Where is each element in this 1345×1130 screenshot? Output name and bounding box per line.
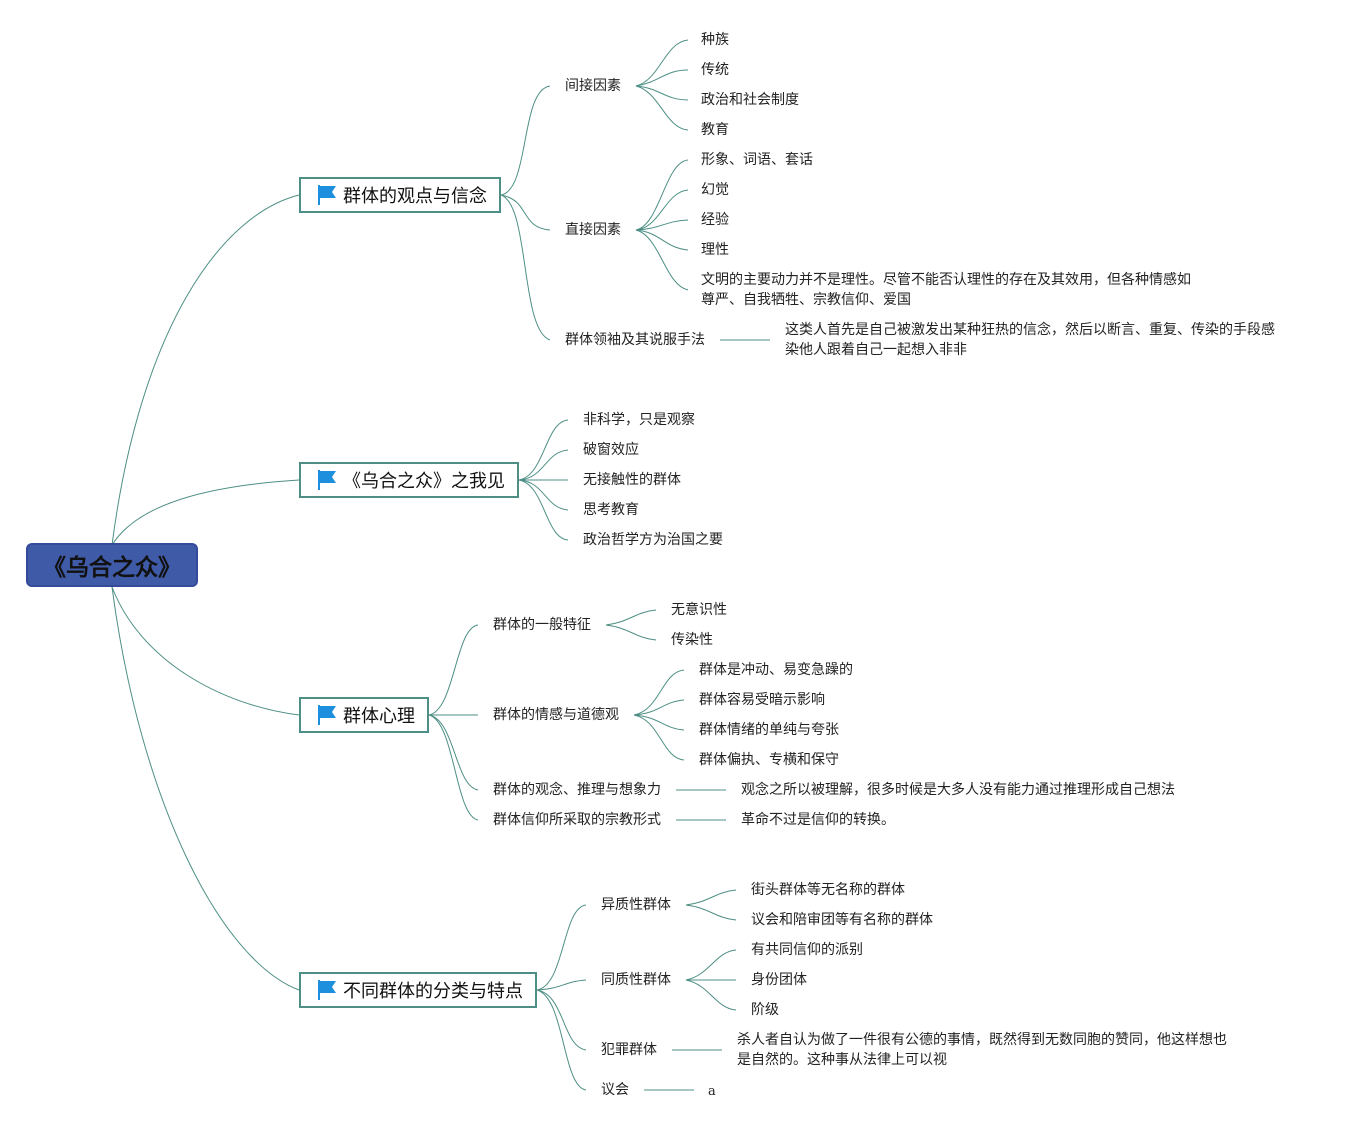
leaf-node[interactable]: 有共同信仰的派别 <box>751 942 863 958</box>
leaf-node[interactable]: 无意识性 <box>671 602 727 618</box>
leaf-node[interactable]: 文明的主要动力并不是理性。尽管不能否认理性的存在及其效用，但各种情感如尊严、自我… <box>701 272 1191 308</box>
topic-label: 《乌合之众》之我见 <box>343 471 505 492</box>
topic-my-view[interactable]: 《乌合之众》之我见 <box>299 462 519 498</box>
leaf-node[interactable]: 阶级 <box>751 1002 779 1018</box>
leaf-node[interactable]: 群体情绪的单纯与夸张 <box>699 722 839 738</box>
leaf-node[interactable]: 教育 <box>701 122 729 138</box>
leaf-node[interactable]: 形象、词语、套话 <box>701 152 813 168</box>
note-belief[interactable]: 革命不过是信仰的转换。 <box>741 812 895 828</box>
leaf-node[interactable]: 非科学，只是观察 <box>583 412 695 428</box>
leaf-node[interactable]: 群体是冲动、易变急躁的 <box>699 662 853 678</box>
leaf-node[interactable]: 种族 <box>701 32 729 48</box>
subtopic-homogeneous[interactable]: 同质性群体 <box>601 972 671 988</box>
leaf-node[interactable]: 议会和陪审团等有名称的群体 <box>751 912 933 928</box>
subtopic-parliament[interactable]: 议会 <box>601 1082 629 1098</box>
subtopic-ideas-reasoning[interactable]: 群体的观念、推理与想象力 <box>493 782 661 798</box>
subtopic-emotion-morality[interactable]: 群体的情感与道德观 <box>493 707 619 723</box>
leaf-node[interactable]: 幻觉 <box>701 182 729 198</box>
flag-icon <box>317 704 337 726</box>
note-ideas[interactable]: 观念之所以被理解，很多时候是大多人没有能力通过推理形成自己想法 <box>741 782 1175 798</box>
subtopic-criminal[interactable]: 犯罪群体 <box>601 1042 657 1058</box>
leaf-node[interactable]: 传染性 <box>671 632 713 648</box>
flag-icon <box>317 469 337 491</box>
leaf-node[interactable]: 街头群体等无名称的群体 <box>751 882 905 898</box>
leaf-node[interactable]: 身份团体 <box>751 972 807 988</box>
leaf-node[interactable]: 群体容易受暗示影响 <box>699 692 825 708</box>
leaf-node[interactable]: 传统 <box>701 62 729 78</box>
note-criminal[interactable]: 杀人者自认为做了一件很有公德的事情，既然得到无数同胞的赞同，他这样想也是自然的。… <box>737 1032 1227 1068</box>
topic-group-opinions-beliefs[interactable]: 群体的观点与信念 <box>299 177 501 213</box>
leaf-node[interactable]: 经验 <box>701 212 729 228</box>
subtopic-direct-factors[interactable]: 直接因素 <box>565 222 621 238</box>
leaf-node[interactable]: 群体偏执、专横和保守 <box>699 752 839 768</box>
leaf-node[interactable]: 破窗效应 <box>583 442 639 458</box>
topic-label: 群体心理 <box>343 706 415 727</box>
subtopic-general-traits[interactable]: 群体的一般特征 <box>493 617 591 633</box>
topic-group-psychology[interactable]: 群体心理 <box>299 697 429 733</box>
note-leaders[interactable]: 这类人首先是自己被激发出某种狂热的信念，然后以断言、重复、传染的手段感染他人跟着… <box>785 322 1275 358</box>
leaf-node[interactable]: 无接触性的群体 <box>583 472 681 488</box>
subtopic-religious-form[interactable]: 群体信仰所采取的宗教形式 <box>493 812 661 828</box>
topic-group-classification[interactable]: 不同群体的分类与特点 <box>299 972 537 1008</box>
leaf-node[interactable]: 思考教育 <box>583 502 639 518</box>
topic-label: 群体的观点与信念 <box>343 186 487 207</box>
root-topic[interactable]: 《乌合之众》 <box>26 543 198 587</box>
leaf-node[interactable]: 政治和社会制度 <box>701 92 799 108</box>
leaf-node[interactable]: 政治哲学方为治国之要 <box>583 532 723 548</box>
subtopic-leaders[interactable]: 群体领袖及其说服手法 <box>565 332 705 348</box>
note-parliament[interactable]: a <box>708 1084 716 1099</box>
flag-icon <box>317 184 337 206</box>
flag-icon <box>317 979 337 1001</box>
subtopic-heterogeneous[interactable]: 异质性群体 <box>601 897 671 913</box>
leaf-node[interactable]: 理性 <box>701 242 729 258</box>
subtopic-indirect-factors[interactable]: 间接因素 <box>565 78 621 94</box>
topic-label: 不同群体的分类与特点 <box>343 981 523 1002</box>
